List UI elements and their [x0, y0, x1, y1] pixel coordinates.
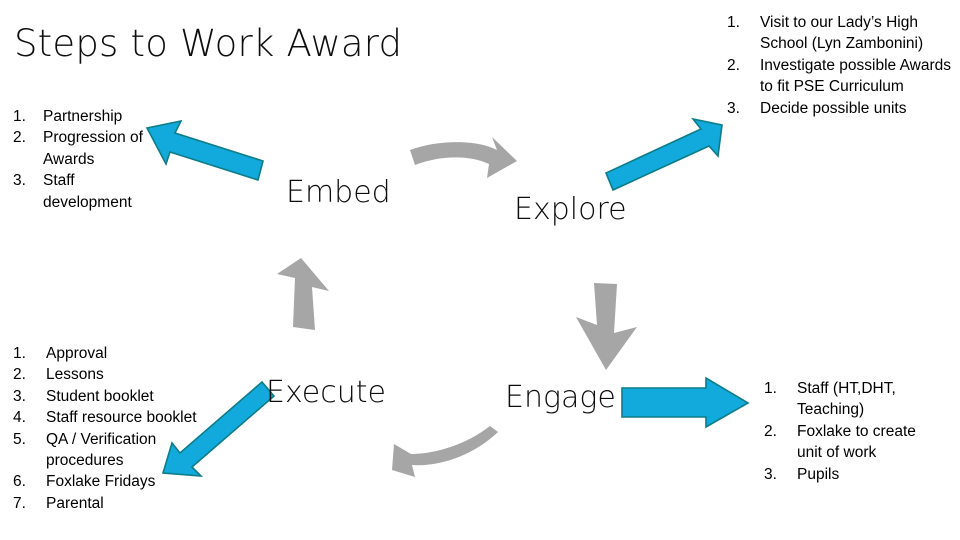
list-item: 3. Staff development [13, 170, 158, 213]
list-item: 2. Foxlake to create unit of work [764, 421, 944, 464]
list-marker: 3. [13, 387, 26, 405]
list-item: 1. Approval [13, 343, 203, 364]
list-item: 1. Partnership [13, 106, 158, 127]
cycle-node-explore[interactable]: Explore [514, 192, 627, 227]
list-item: 3. Pupils [764, 464, 944, 485]
list-item-text: Pupils [797, 465, 840, 483]
list-item-text: Foxlake to create unit of work [797, 422, 916, 462]
list-marker: 2. [764, 422, 777, 440]
list-item-text: QA / Verification procedures [46, 430, 157, 470]
connector-arrow-bottom-right [621, 376, 750, 429]
list-execute-details: 1. Approval 2. Lessons 3. Student bookle… [13, 343, 203, 514]
list-item: 3. Student booklet [13, 386, 203, 407]
list-item-text: Foxlake Fridays [46, 473, 156, 491]
list-marker: 1. [13, 345, 26, 362]
list-item: 5. QA / Verification procedures [13, 429, 203, 472]
list-item-text: Investigate possible Awards to fit PSE C… [760, 56, 951, 96]
cycle-arrow-embed-to-explore [410, 137, 517, 178]
list-item: 3. Decide possible units [727, 98, 959, 119]
list-item-text: Approval [46, 345, 108, 362]
list-item-text: Staff (HT,DHT, Teaching) [797, 380, 896, 419]
list-item-text: Progression of Awards [43, 129, 143, 168]
list-item: 2. Investigate possible Awards to fit PS… [727, 55, 959, 98]
cycle-arrow-execute-to-embed [277, 258, 329, 330]
list-item-text: Staff resource booklet [46, 409, 197, 427]
list-marker: 2. [13, 129, 26, 147]
list-item-text: Lessons [46, 366, 104, 384]
list-engage-details: 1. Staff (HT,DHT, Teaching) 2. Foxlake t… [764, 378, 944, 485]
list-marker: 3. [13, 172, 26, 190]
list-marker: 5. [13, 430, 26, 448]
list-item-text: Visit to our Lady’s High School (Lyn Zam… [760, 14, 924, 53]
cycle-arrow-explore-to-engage [576, 283, 637, 370]
cycle-node-engage[interactable]: Engage [505, 380, 616, 415]
cycle-node-embed[interactable]: Embed [286, 175, 391, 210]
list-item: 4. Staff resource booklet [13, 407, 203, 428]
list-marker: 7. [13, 494, 26, 512]
list-item-text: Decide possible units [760, 99, 907, 117]
list-item-text: Student booklet [46, 387, 154, 405]
list-marker: 1. [764, 380, 777, 397]
list-item: 2. Progression of Awards [13, 127, 158, 170]
list-item: 1. Staff (HT,DHT, Teaching) [764, 378, 944, 421]
list-item: 2. Lessons [13, 364, 203, 385]
list-item-text: Staff development [43, 172, 132, 211]
cycle-arrow-engage-to-execute [392, 426, 498, 477]
list-item: 7. Parental [13, 493, 203, 514]
list-marker: 2. [13, 366, 26, 384]
list-marker: 2. [727, 56, 740, 74]
list-item-text: Parental [46, 494, 104, 512]
list-explore-details: 1. Visit to our Lady’s High School (Lyn … [727, 12, 959, 119]
connector-arrow-top-right [604, 117, 723, 192]
connector-arrow-top-left [145, 119, 264, 182]
page-title: Steps to Work Award [14, 22, 403, 65]
cycle-node-execute[interactable]: Execute [266, 375, 386, 410]
list-marker: 3. [764, 465, 777, 483]
list-marker: 6. [13, 473, 26, 491]
list-item: 1. Visit to our Lady’s High School (Lyn … [727, 12, 959, 55]
list-marker: 4. [13, 409, 26, 427]
list-item-text: Partnership [43, 108, 123, 125]
list-embed-details: 1. Partnership 2. Progression of Awards … [13, 106, 158, 213]
list-marker: 1. [13, 108, 26, 125]
list-marker: 3. [727, 99, 740, 117]
list-item: 6. Foxlake Fridays [13, 471, 203, 492]
list-marker: 1. [727, 14, 740, 31]
